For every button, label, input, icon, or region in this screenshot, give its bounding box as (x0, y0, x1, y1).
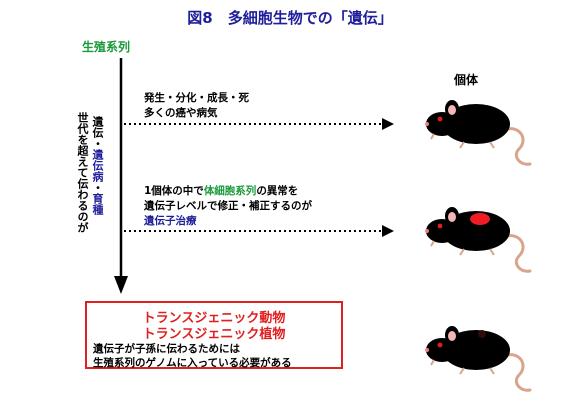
vertical-text-generations: 世代を超えて伝わるのが (76, 112, 89, 233)
box-note2: 生殖系列のゲノムに入っている必要がある (93, 357, 292, 369)
note2-line2: 遺伝子レベルで修正・補正するのが (144, 200, 312, 212)
vertical-text-part4: 育種 (91, 193, 104, 215)
red-spot (470, 213, 490, 225)
white-mouse-icon: .w .mbody { fill: #ffffff; stroke: #888;… (423, 98, 532, 166)
brown-mouse-icon: .b .mbody { fill: #9a3a12; stroke: #5a20… (423, 324, 532, 392)
germline-arrow-head (114, 276, 128, 294)
note2-line1: 1個体の中で体細胞系列の異常を (144, 184, 312, 199)
box-note1: 遺伝子が子孫に伝わるためには (93, 343, 240, 355)
dark-spot (478, 330, 486, 338)
note1-line2: 多くの癌や病気 (144, 107, 218, 119)
dotted-arrow-1-head (382, 118, 394, 130)
dotted-arrow-2-head (382, 225, 394, 237)
box-line2: トランスジェニック植物 (142, 327, 286, 342)
vertical-text-part1: 遺伝・ (91, 116, 104, 149)
germline-label: 生殖系列 (82, 40, 131, 54)
vertical-text-heredity: 遺伝・遺伝病・育種 (91, 116, 104, 215)
note-development: 発生・分化・成長・死 多くの癌や病気 (144, 91, 249, 121)
white-mouse-with-red-spot-icon (423, 205, 532, 273)
page-title: 図8 多細胞生物での「遺伝」 (187, 9, 393, 27)
transgenic-box: トランスジェニック動物 トランスジェニック植物 遺伝子が子孫に伝わるためには 生… (85, 301, 343, 369)
note1-line1: 発生・分化・成長・死 (144, 92, 249, 104)
individual-label: 個体 (454, 73, 479, 87)
box-line1: トランスジェニック動物 (142, 311, 286, 326)
note2-line1-post: の異常を (256, 185, 299, 197)
note2-line1-highlight: 体細胞系列 (203, 185, 257, 197)
note2-line3: 遺伝子治療 (144, 215, 197, 227)
note2-line1-pre: 1個体の中で (144, 185, 204, 197)
vertical-text-part2: 遺伝病 (91, 149, 104, 182)
vertical-text-part3: ・ (91, 182, 104, 193)
note-gene-therapy: 1個体の中で体細胞系列の異常を 遺伝子レベルで修正・補正するのが 遺伝子治療 (144, 184, 312, 229)
